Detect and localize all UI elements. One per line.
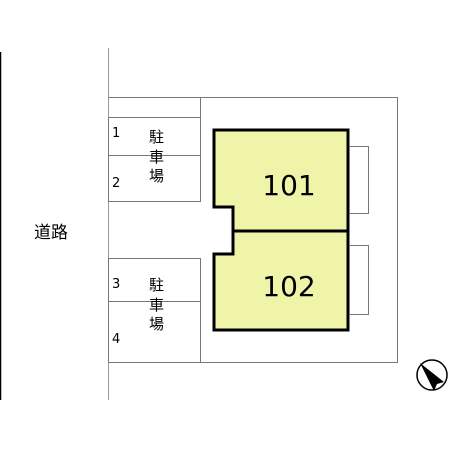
parking-area-label-char: 車 (149, 148, 164, 166)
parking-area-label-char: 車 (149, 296, 164, 314)
parking-space-number: 1 (112, 126, 120, 141)
parking-area-upper (108, 117, 201, 202)
unit-number-102: 102 (262, 270, 315, 303)
unit-number-101: 101 (262, 169, 315, 202)
parking-area-label-char: 駐 (149, 128, 164, 146)
compass-north-arrow-icon (416, 359, 448, 391)
parking-space-number: 4 (112, 332, 120, 347)
site-boundary (108, 97, 398, 363)
parking-space-number: 3 (112, 277, 120, 292)
balcony-101 (349, 146, 369, 214)
parking-area-label-char: 駐 (149, 276, 164, 294)
road-label: 道路 (34, 223, 68, 243)
parking-area-label-char: 場 (149, 167, 164, 185)
unit-102-outline (212, 229, 350, 332)
balcony-102 (349, 245, 369, 315)
parking-area-lower (108, 258, 201, 363)
parking-space-number: 2 (112, 176, 120, 191)
parking-area-label-char: 場 (149, 315, 164, 333)
